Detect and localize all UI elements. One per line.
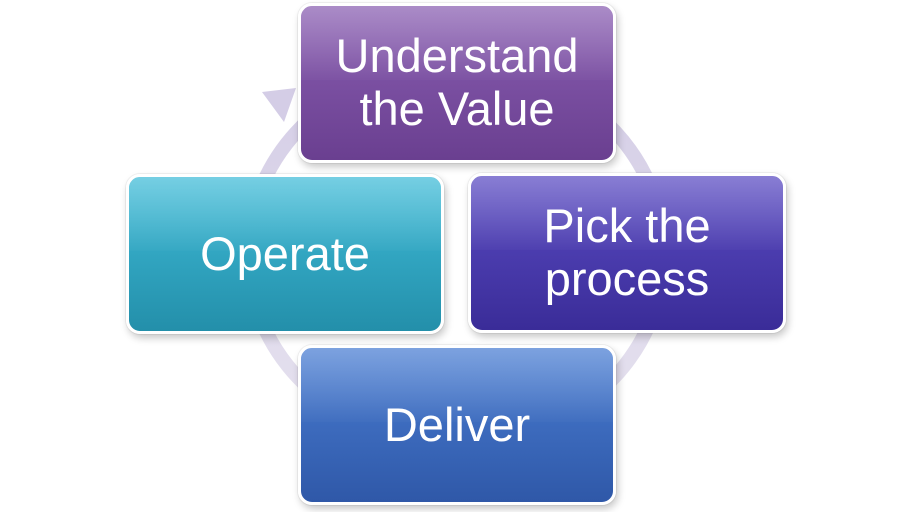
step-operate: Operate: [126, 174, 444, 334]
step-label: Pick the process: [543, 199, 711, 305]
step-understand-the-value: Understand the Value: [298, 3, 616, 163]
cycle-arrowhead-icon: [262, 88, 296, 122]
step-label: Operate: [200, 226, 370, 280]
step-deliver: Deliver: [298, 345, 616, 505]
step-label: Understand the Value: [335, 29, 579, 135]
step-label: Deliver: [383, 397, 531, 451]
step-pick-the-process: Pick the process: [468, 173, 786, 333]
